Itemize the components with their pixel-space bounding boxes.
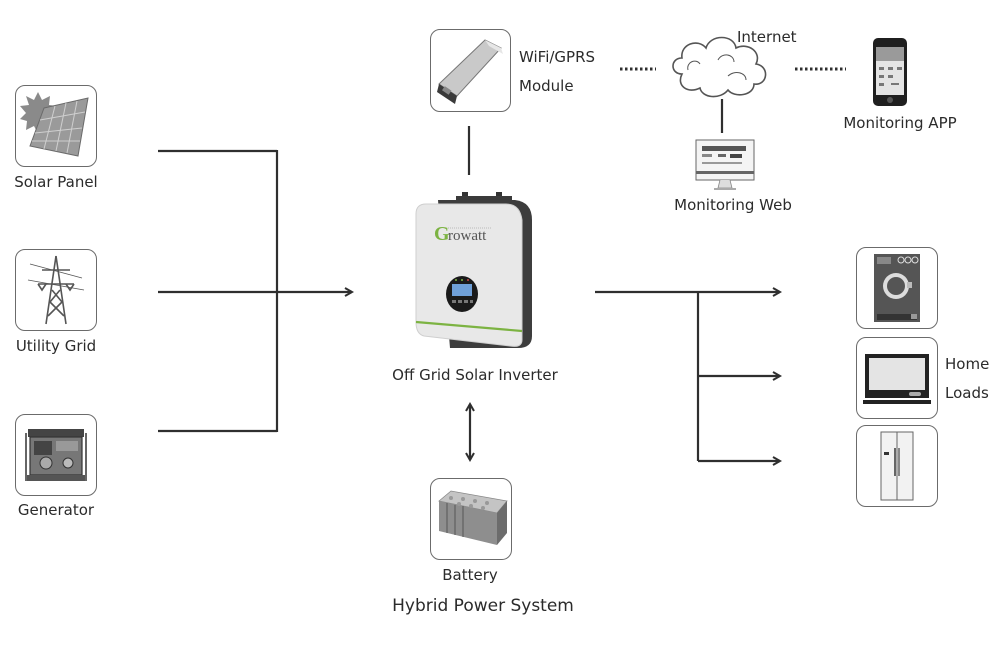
wifi-module-label-line1: WiFi/GPRS [519, 48, 596, 66]
generator-label: Generator [17, 501, 95, 519]
smartphone-icon [873, 38, 907, 106]
wifi-module-label-line2: Module [519, 77, 574, 95]
transmission-tower-icon [27, 255, 85, 325]
washing-machine-icon [874, 254, 920, 322]
inverter-device: G rowatt [415, 192, 532, 348]
monitoring-web-label: Monitoring Web [674, 196, 792, 214]
cloud-icon [672, 36, 767, 98]
home-loads-label-line2: Loads [945, 384, 989, 402]
washing-machine-node [856, 247, 938, 329]
brand-logo-g: G [434, 223, 450, 245]
battery-node [430, 478, 512, 560]
internet-label: Internet [737, 28, 797, 46]
battery-icon [438, 490, 508, 545]
solar-panel-node [15, 85, 97, 167]
solar-panel-label: Solar Panel [14, 173, 98, 191]
solar-panel-icon [20, 92, 89, 157]
desktop-monitor-icon [695, 139, 755, 190]
diagram-title: Hybrid Power System [392, 596, 574, 616]
brand-logo-text: rowatt [448, 228, 487, 244]
generator-node [15, 414, 97, 496]
monitoring-app-label: Monitoring APP [843, 114, 957, 132]
television-icon [863, 354, 931, 404]
wifi-module-icon [437, 39, 503, 104]
wifi-module-node [430, 29, 511, 112]
refrigerator-node [856, 425, 938, 507]
inverter-label: Off Grid Solar Inverter [392, 366, 558, 384]
refrigerator-icon [880, 431, 914, 501]
accent-stripe [415, 320, 523, 333]
generator-icon [25, 429, 87, 481]
battery-label: Battery [442, 566, 498, 584]
television-node [856, 337, 938, 419]
home-loads-label-line1: Home [945, 355, 990, 373]
utility-grid-label: Utility Grid [15, 337, 97, 355]
utility-grid-node [15, 249, 97, 331]
